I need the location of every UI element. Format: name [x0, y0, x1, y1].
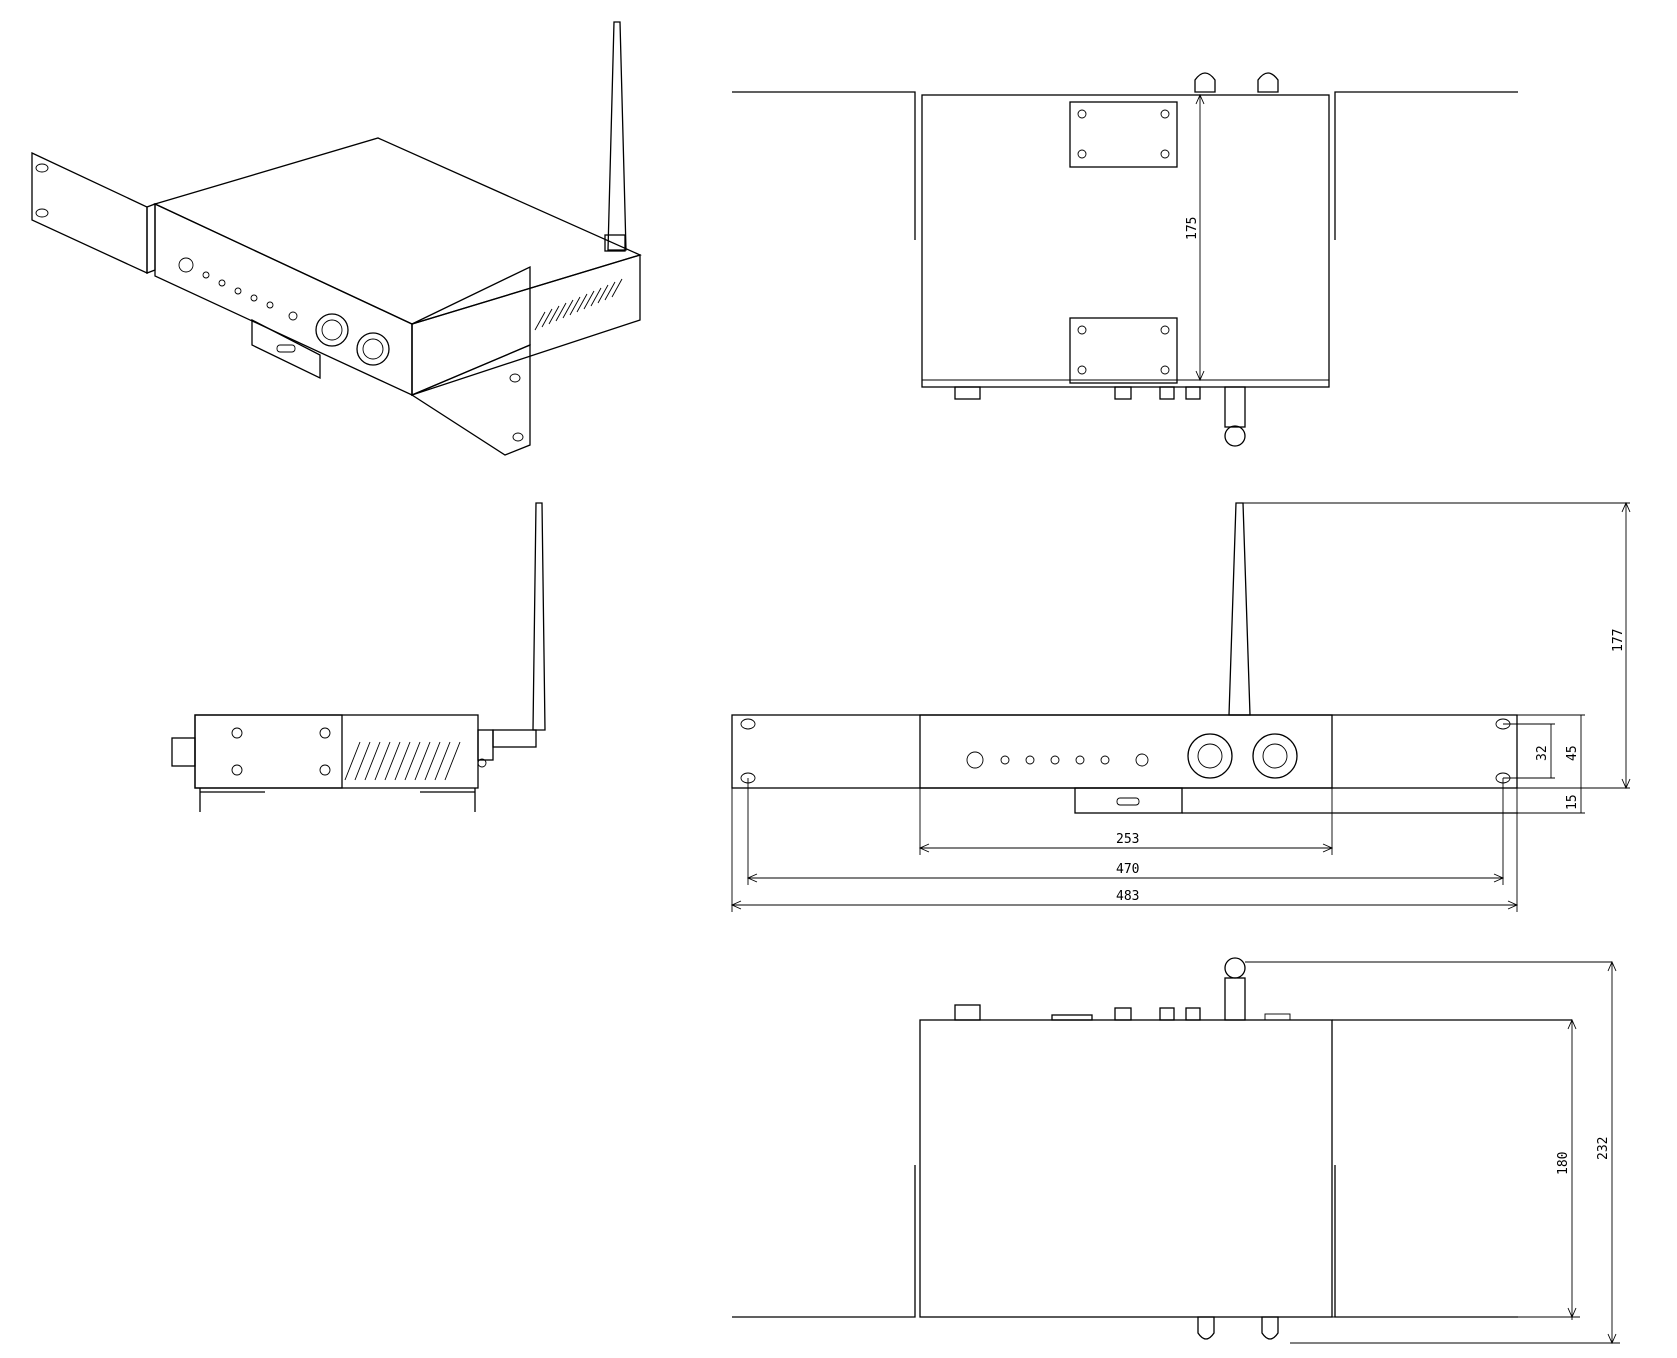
- hole-spacing-dimension: 32: [1535, 745, 1550, 761]
- top-depth-dimension: 175: [1185, 217, 1200, 240]
- front-view: 177 32 45 15 253 470 483: [730, 501, 1631, 912]
- front-height-dimension: 177: [1611, 629, 1626, 652]
- body-width-dimension: 253: [1116, 832, 1139, 847]
- hole-pitch-dimension: 470: [1116, 862, 1139, 877]
- overall-width-dimension: 483: [1116, 889, 1139, 904]
- bottom-overall-depth-dimension: 232: [1596, 1137, 1611, 1160]
- top-view: 175: [732, 72, 1518, 447]
- isometric-view: [31, 21, 642, 456]
- bottom-body-depth-dimension: 180: [1556, 1152, 1571, 1175]
- side-view: [171, 502, 546, 812]
- foot-height-dimension: 15: [1565, 794, 1580, 810]
- panel-height-dimension: 45: [1565, 745, 1580, 761]
- bottom-view: 180 232: [732, 957, 1620, 1345]
